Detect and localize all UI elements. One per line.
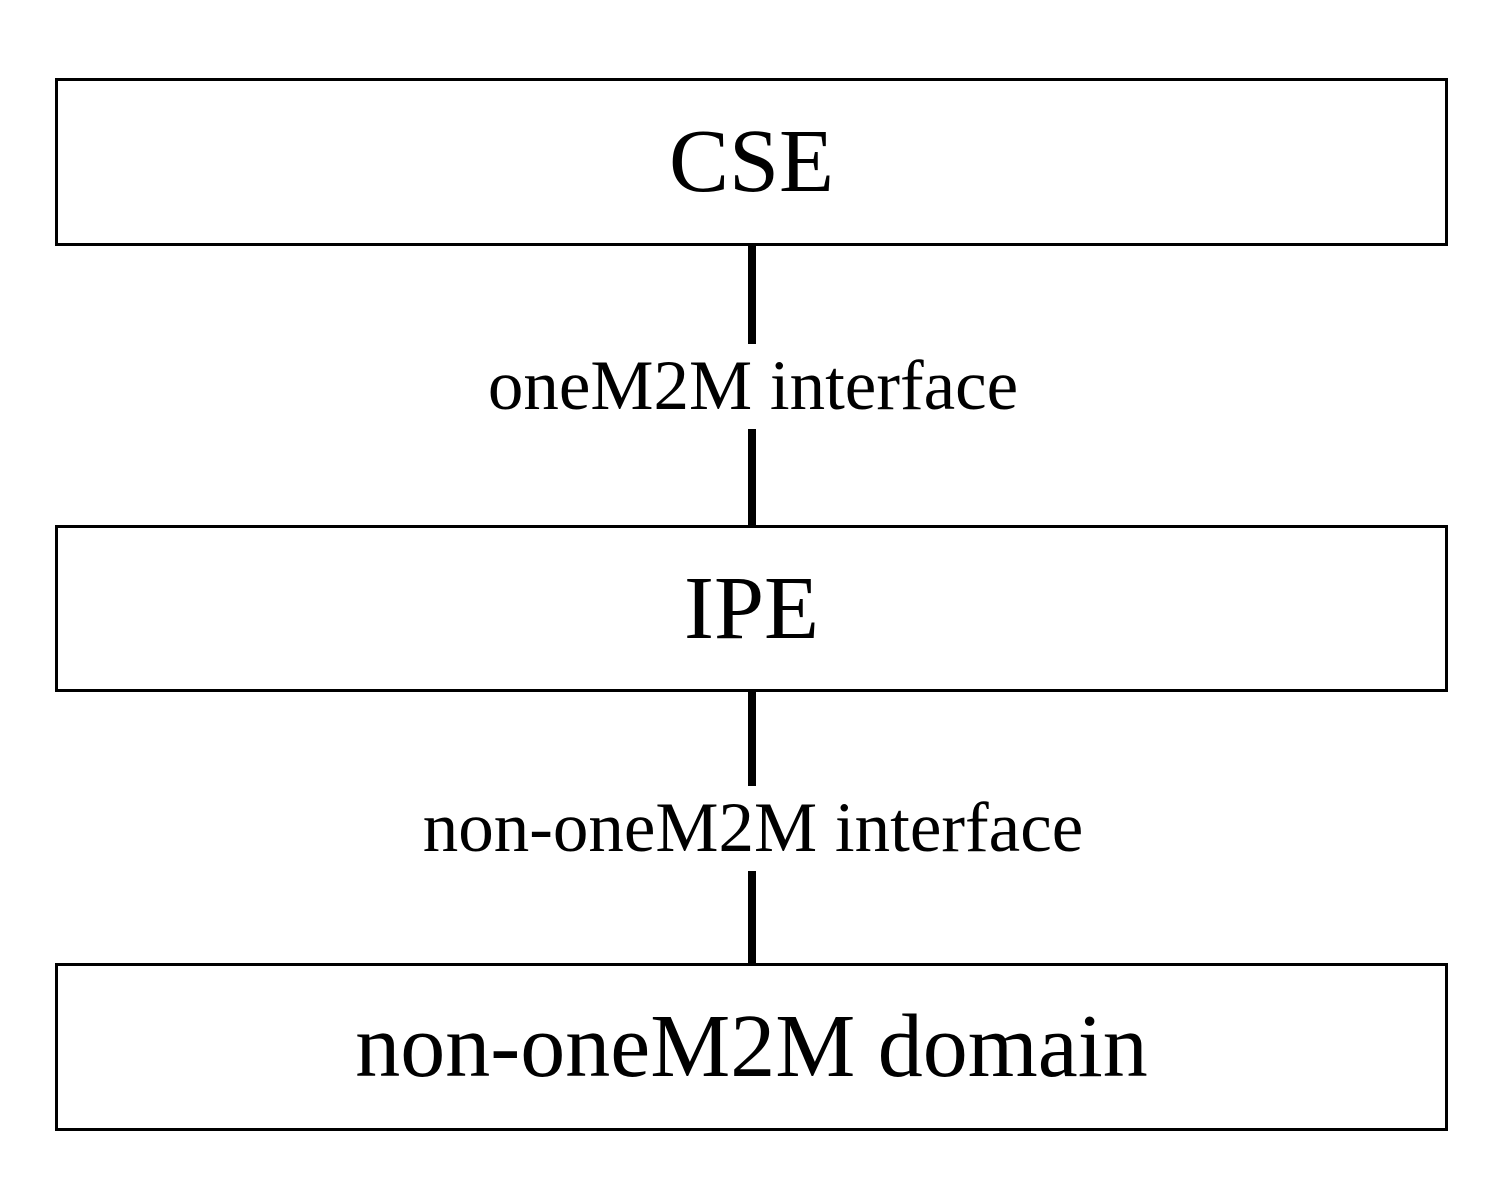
node-cse-label: CSE: [668, 112, 835, 211]
connector-label-non-onem2m-interface: non-oneM2M interface: [416, 786, 1090, 872]
node-ipe: IPE: [55, 525, 1448, 692]
node-ipe-label: IPE: [684, 558, 819, 658]
node-non-onem2m-domain: non-oneM2M domain: [55, 963, 1448, 1131]
node-non-onem2m-domain-label: non-oneM2M domain: [355, 997, 1148, 1096]
connector-label-onem2m-interface: oneM2M interface: [481, 344, 1025, 430]
node-cse: CSE: [55, 78, 1448, 246]
